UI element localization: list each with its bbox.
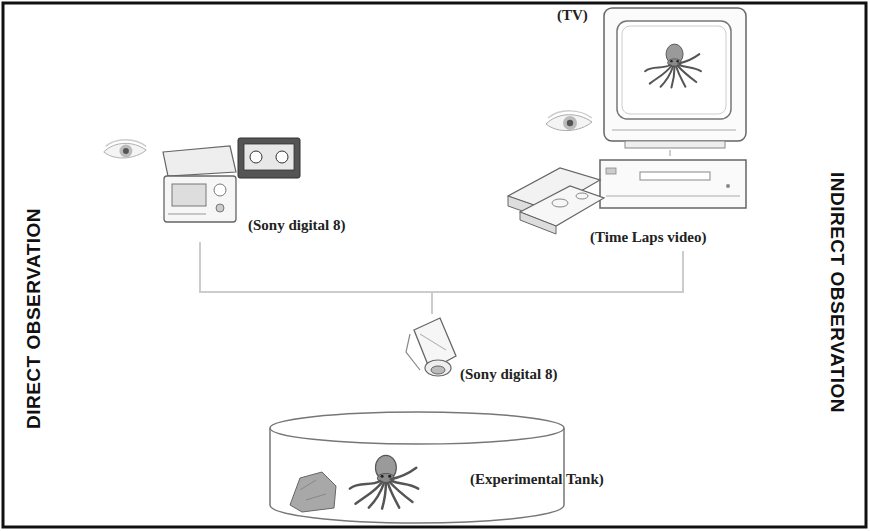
frame — [3, 3, 866, 527]
sony-recorder-part — [214, 184, 226, 196]
connector-line — [669, 150, 671, 156]
sony-recorder-part — [172, 184, 206, 206]
node-label: (Sony digital 8) — [460, 365, 558, 383]
cassette-part — [250, 151, 262, 163]
tank-node: (Experimental Tank) — [266, 410, 618, 526]
camcorder-part — [425, 360, 451, 376]
vcr-part — [606, 168, 616, 174]
connector-line — [200, 242, 432, 314]
sony-recorder-part — [168, 214, 206, 215]
vcr-part — [726, 184, 730, 188]
node-label: (Time Laps video) — [590, 228, 706, 246]
node-label: (TV) — [557, 6, 588, 24]
tv-set — [604, 8, 746, 148]
cassette-part — [238, 138, 300, 178]
tv-set-part — [645, 44, 701, 87]
side-label: INDIRECT OBSERVATION — [829, 171, 848, 412]
video-tapes-part — [552, 199, 568, 207]
tv-node: (TV) — [550, 4, 746, 150]
sony-recorder — [163, 146, 236, 222]
vcr — [600, 160, 746, 208]
cassette — [238, 138, 300, 178]
vcr-part — [600, 160, 746, 208]
experimental-tank-part — [300, 480, 326, 500]
tv-set-part — [625, 141, 725, 148]
node-label: (Experimental Tank) — [470, 470, 604, 488]
video-tapes-part — [576, 193, 588, 199]
vcr-part — [606, 196, 740, 197]
eye-icon — [546, 111, 592, 131]
video-tapes-part — [520, 212, 556, 234]
eye-icon — [104, 140, 146, 158]
tv-set-part — [604, 8, 746, 141]
camcorder-part — [420, 334, 446, 350]
camera-node: (Sony digital 8) — [400, 314, 575, 392]
camcorder-part — [431, 366, 445, 374]
vcr-part — [640, 172, 710, 180]
tv-set-part — [612, 130, 736, 131]
cassette-part — [244, 144, 294, 170]
experimental-tank-part — [290, 472, 336, 512]
cassette-part — [276, 151, 288, 163]
video-tapes — [508, 168, 604, 234]
experimental-tank-part — [270, 412, 564, 444]
experimental-tank — [270, 412, 564, 523]
vcr-node: (Time Laps video) — [500, 156, 746, 251]
side-label: DIRECT OBSERVATION — [25, 207, 44, 428]
sony-recorder-part — [216, 204, 224, 212]
camcorder-part — [406, 334, 420, 370]
experimental-tank-part — [350, 455, 418, 508]
connector-line — [432, 251, 683, 314]
sony-recorder-part — [163, 146, 236, 176]
sony-recorder-part — [164, 176, 236, 222]
tv-set-part — [617, 21, 731, 119]
node-label: (Sony digital 8) — [248, 216, 346, 234]
recorder-node: (Sony digital 8) — [155, 134, 370, 242]
tv-set-part — [622, 26, 726, 114]
camcorder — [406, 318, 456, 376]
